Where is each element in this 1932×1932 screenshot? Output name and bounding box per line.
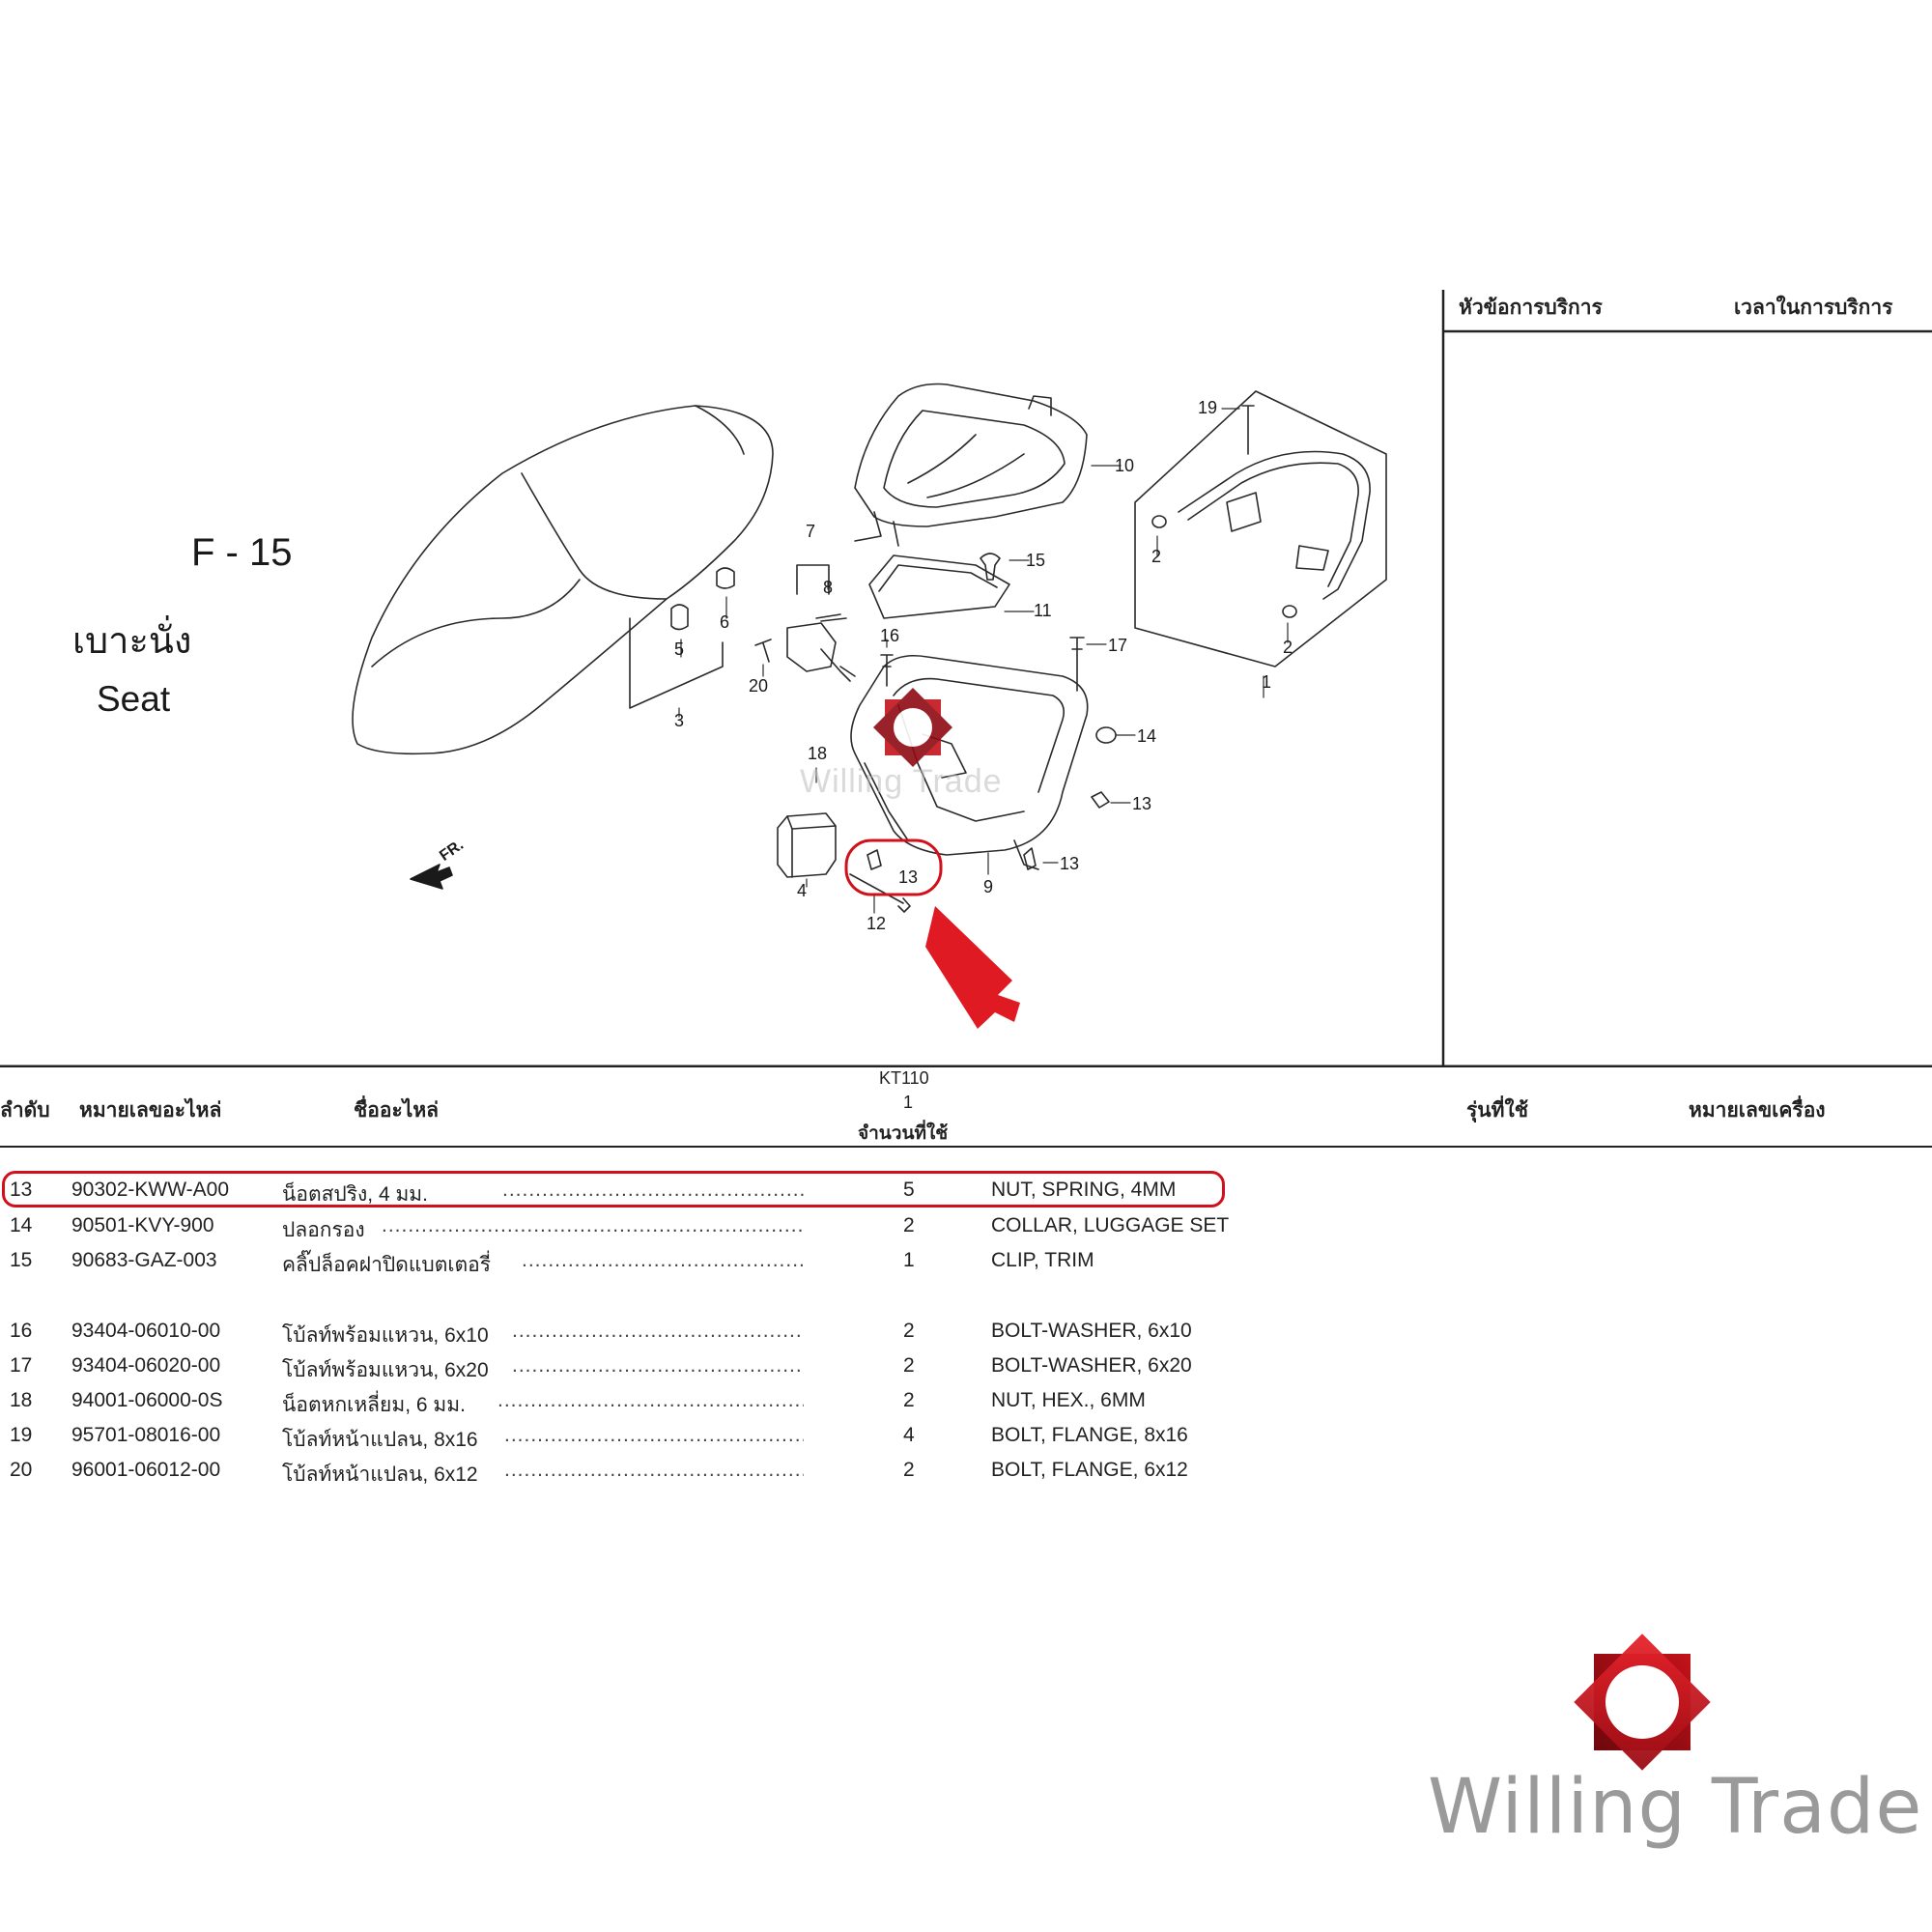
- callout-19: 19: [1198, 398, 1218, 417]
- callout-11: 11: [1034, 601, 1052, 620]
- callout-3: 3: [674, 711, 685, 730]
- spring-nut-a: [1091, 791, 1110, 809]
- col-header-no: ลำดับ: [0, 1098, 50, 1122]
- seat-part: [352, 405, 774, 755]
- col-header-part-no: หมายเลขอะไหล่: [79, 1098, 222, 1122]
- table-row: 14 90501-KVY-900 ปลอกรอง ...............…: [10, 1214, 1230, 1241]
- long-bolt-part: [849, 873, 911, 913]
- bolt-17-part: [1069, 637, 1085, 692]
- inner-cover-part: [868, 554, 1010, 619]
- callout-4: 4: [797, 881, 808, 900]
- figure-title-th: เบาะนั่ง: [72, 619, 192, 662]
- spring-nut-b: [1023, 847, 1037, 870]
- col-header-model-code: KT110: [879, 1068, 929, 1088]
- col-header-part-name: ชื่ออะไหล่: [354, 1098, 440, 1122]
- luggage-lid-part: [854, 383, 1088, 547]
- watermark-logo: [872, 687, 953, 768]
- table-row: 16 93404-06010-00 โบ้ลท์พร้อมแหวน, 6x10 …: [10, 1320, 1192, 1347]
- callout-6: 6: [720, 612, 730, 632]
- callout-2b: 2: [1283, 638, 1293, 657]
- highlighted-row-ring: [2, 1171, 1225, 1208]
- leader-lines: [678, 408, 1289, 914]
- col-header-model-used: รุ่นที่ใช้: [1466, 1098, 1528, 1122]
- callout-12: 12: [867, 914, 887, 933]
- service-time-header: เวลาในการบริการ: [1734, 296, 1893, 319]
- callout-20: 20: [749, 676, 769, 696]
- frame-bracket-part: [777, 812, 837, 878]
- figure-code: F - 15: [191, 531, 293, 574]
- callout-8: 8: [823, 578, 834, 597]
- col-header-model-variant: 1: [903, 1093, 914, 1112]
- col-header-engine-no: หมายเลขเครื่อง: [1689, 1098, 1826, 1122]
- diagram-watermark-text: Willing Trade: [800, 763, 1003, 800]
- brand-wordmark: Willing Trade: [1428, 1764, 1923, 1851]
- callout-highlight-ring: [844, 838, 943, 896]
- callout-9: 9: [983, 877, 994, 896]
- exploded-parts-diagram: [0, 290, 1932, 1067]
- callout-13c: 13: [1132, 794, 1152, 813]
- seat-lock-assembly: [754, 564, 856, 682]
- callout-2a: 2: [1151, 547, 1162, 566]
- figure-title-en: Seat: [97, 679, 171, 719]
- table-row: 19 95701-08016-00 โบ้ลท์หน้าแปลน, 8x16 .…: [10, 1424, 1188, 1451]
- red-pointer-arrow: [925, 906, 1020, 1029]
- table-row: 15 90683-GAZ-003 คลิ๊ปล็อคฝาปิดแบตเตอรี่…: [10, 1249, 1094, 1276]
- table-row: 17 93404-06020-00 โบ้ลท์พร้อมแหวน, 6x20 …: [10, 1354, 1192, 1381]
- front-direction-arrow: [410, 864, 453, 890]
- bolt-16-part: [880, 654, 894, 687]
- table-row: 13 90302-KWW-A00 น็อตสปริง, 4 มม. ......…: [10, 1179, 1177, 1206]
- table-header-rule: [0, 1146, 1932, 1148]
- callout-5: 5: [674, 639, 685, 659]
- callout-13b: 13: [1060, 854, 1080, 873]
- service-topic-header: หัวข้อการบริการ: [1459, 296, 1603, 319]
- callout-18: 18: [808, 744, 828, 763]
- callout-15: 15: [1026, 551, 1046, 570]
- callout-16: 16: [880, 626, 900, 645]
- col-header-quantity: จำนวนที่ใช้: [858, 1122, 949, 1144]
- seat-cushions: [629, 567, 735, 709]
- table-row: 18 94001-06000-0S น็อตหกเหลี่ยม, 6 มม. .…: [10, 1389, 1146, 1416]
- grab-rail-part: [1134, 390, 1387, 668]
- callout-13-highlighted: 13: [898, 867, 919, 887]
- brand-logo-mark: [1574, 1634, 1711, 1771]
- callout-1: 1: [1262, 672, 1272, 692]
- table-row: 20 96001-06012-00 โบ้ลท์หน้าแปลน, 6x12 .…: [10, 1459, 1188, 1486]
- callout-14: 14: [1137, 726, 1157, 746]
- callout-10: 10: [1115, 456, 1135, 475]
- callout-7: 7: [806, 522, 816, 541]
- collar-part: [1095, 726, 1117, 744]
- spring-nut-c: [867, 849, 882, 870]
- service-panel-frame: [1441, 290, 1932, 1067]
- trim-clip-part: [980, 553, 1001, 581]
- callout-17: 17: [1108, 636, 1128, 655]
